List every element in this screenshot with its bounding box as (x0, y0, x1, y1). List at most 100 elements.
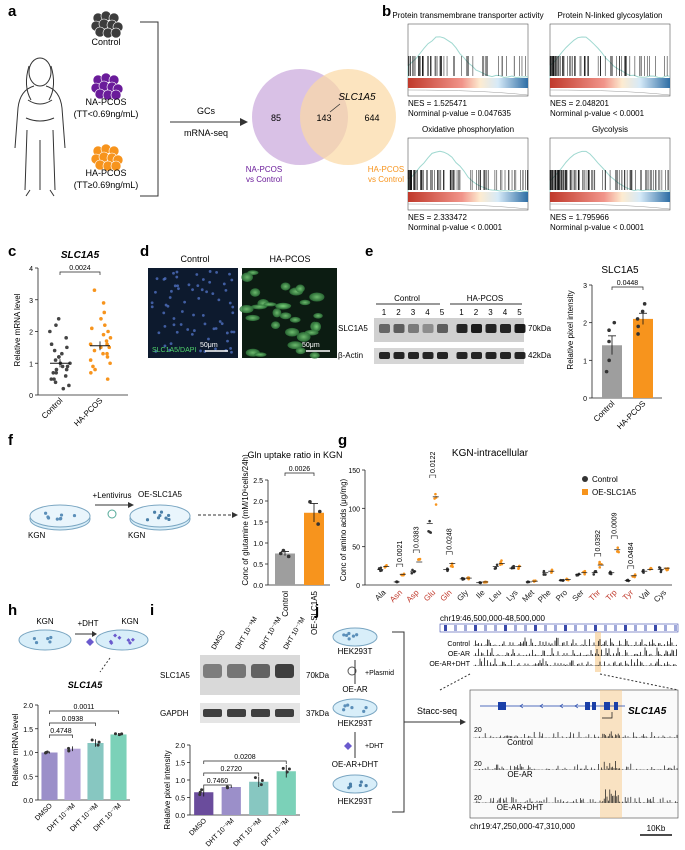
stained-cell (312, 321, 322, 332)
bar (110, 734, 127, 800)
data-point (434, 503, 438, 506)
gsea-nes: NES = 1.795966 (550, 213, 609, 222)
data-point (105, 377, 110, 381)
exon (585, 702, 590, 710)
lane-number: 2 (474, 308, 479, 317)
y-tick-label: 2.5 (253, 478, 263, 485)
band-gapdh (203, 709, 222, 717)
strand-arrow (519, 703, 524, 709)
sig-bracket (610, 535, 618, 539)
chart-i-ylabel: Relative pixel intensity (163, 750, 172, 829)
data-point (467, 577, 470, 581)
stained-cell (270, 321, 281, 329)
j-plasmid-label: +Plasmid (365, 670, 394, 677)
y-tick-label: 0.0 (253, 583, 263, 590)
scale-bar-label-ha: 50μm (302, 342, 320, 349)
strand-arrow (539, 703, 544, 709)
p-value: 0.0122 (430, 451, 437, 473)
data-point (60, 351, 64, 356)
sig-bracket (429, 474, 437, 479)
stained-cell (313, 313, 323, 319)
nucleus (225, 331, 229, 335)
data-point (493, 567, 497, 570)
y-tick-label: 2 (29, 330, 33, 337)
cell-dot (342, 708, 346, 712)
ideogram-band (624, 625, 627, 631)
data-point (88, 342, 93, 347)
venn-gene-label: SLC1A5 (338, 92, 376, 103)
zoom-tracks (473, 731, 678, 803)
data-point (89, 370, 93, 375)
ideogram-band (664, 625, 667, 631)
x-category-label: HA-PCOS (615, 399, 647, 431)
nucleus (157, 331, 161, 335)
nucleus (169, 342, 173, 346)
p-value: 0.0024 (69, 265, 91, 272)
data-point (105, 351, 109, 356)
nucleus (195, 273, 199, 276)
panel-g: KGN-intracellular Conc of amino acids (μ… (339, 448, 672, 604)
y-tick-label: 4 (29, 266, 33, 273)
sig-bracket (49, 710, 119, 714)
band-actin (422, 352, 434, 359)
stained-cell (285, 327, 300, 337)
cell-dot (346, 703, 350, 707)
stained-cell (309, 352, 320, 359)
gene-pointer (329, 103, 341, 113)
dht-label: +DHT (77, 619, 98, 628)
nucleus (214, 347, 217, 351)
zoom-highlight (600, 690, 622, 818)
nucleus (228, 301, 232, 305)
data-point (542, 569, 546, 573)
nucleus (155, 277, 159, 281)
venn-overlap-count: 143 (316, 113, 331, 123)
track-max-1: 20 (474, 727, 482, 734)
panel-label-c: c (8, 243, 16, 260)
nucleus (173, 284, 177, 288)
data-point (636, 332, 640, 336)
stained-cell (250, 304, 267, 310)
y-tick-label: 2.0 (23, 703, 33, 710)
venn-right-count: 644 (364, 113, 379, 123)
legend-marker-oe (582, 489, 588, 495)
panel-label-j: j (314, 602, 319, 619)
blot-i-gapdh-membrane (200, 703, 300, 723)
nucleus (179, 323, 183, 326)
x-category-label: Gly (455, 588, 470, 603)
nucleus (228, 272, 231, 276)
data-point (612, 320, 617, 325)
cell (110, 89, 122, 101)
data-point (92, 348, 97, 353)
data-point (64, 336, 68, 340)
nucleus (201, 314, 205, 317)
chart-g-ylabel: Conc of amino acids (μg/mg) (339, 478, 348, 581)
cell-dot (32, 636, 37, 641)
x-category-label: Tyr (621, 588, 635, 602)
y-tick-label: 1.5 (23, 727, 33, 734)
y-tick-label: 3 (583, 283, 587, 290)
sig-bracket (203, 760, 287, 764)
panel-f: +Lentivirus OE-SLC1A5 KGN KGN Gln uptake… (28, 450, 343, 635)
band-slc1a5 (379, 324, 390, 333)
nucleus (163, 344, 167, 348)
lane-number: 3 (411, 308, 416, 317)
ranked-metric (407, 89, 529, 96)
nucleus (231, 305, 235, 309)
nucleus (190, 332, 194, 336)
strand-arrow (574, 703, 579, 709)
nucleus (220, 322, 224, 326)
gene-hit-ticks (407, 170, 529, 190)
data-point (260, 778, 264, 782)
data-point (598, 562, 601, 566)
bar (64, 748, 81, 800)
ideogram-band (604, 625, 607, 631)
x-category-label: Lys (505, 588, 520, 603)
band-slc1a5 (456, 324, 468, 333)
stained-cell (296, 331, 311, 342)
gene-hit-ticks (549, 56, 668, 76)
data-point (428, 519, 431, 523)
j-dish (332, 774, 378, 794)
lane-label: DHT 10⁻⁷M (283, 616, 307, 651)
